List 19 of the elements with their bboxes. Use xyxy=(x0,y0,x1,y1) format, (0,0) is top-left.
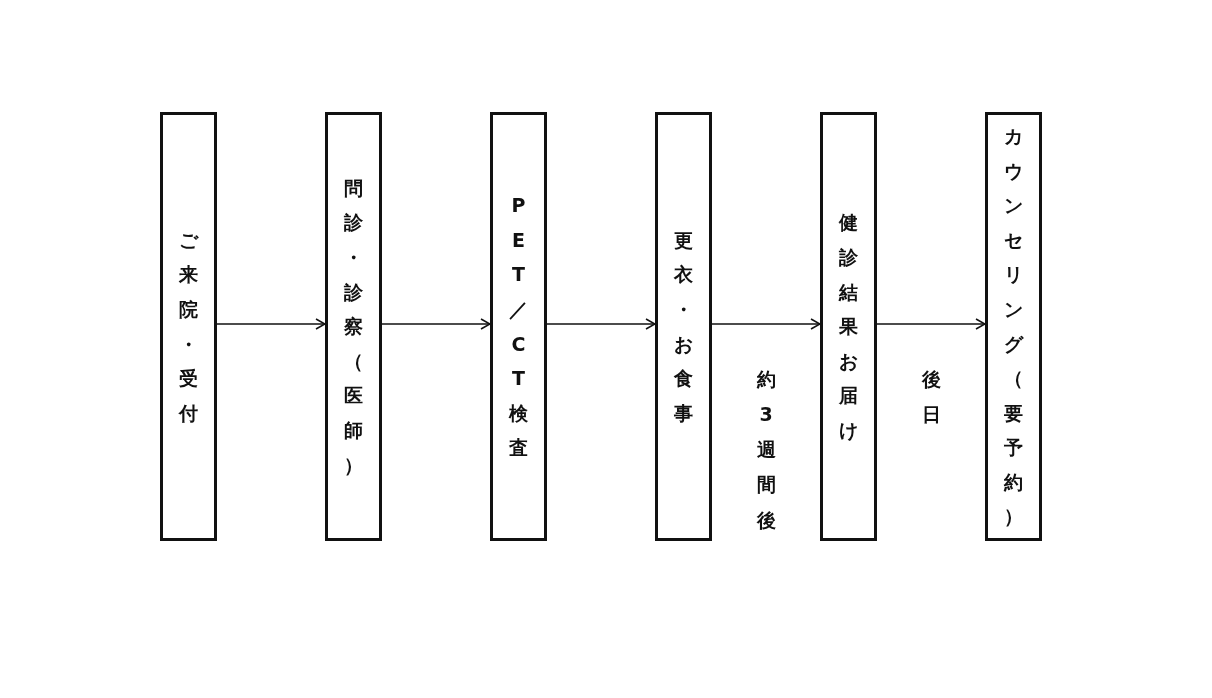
process-box xyxy=(490,112,547,541)
arrow xyxy=(381,318,491,330)
step-label: カウンセリング（要予約） xyxy=(1004,124,1023,530)
edge-label: 後日 xyxy=(921,367,941,428)
process-box xyxy=(655,112,712,541)
process-box xyxy=(325,112,382,541)
arrow xyxy=(711,318,821,330)
process-box xyxy=(985,112,1042,541)
arrow xyxy=(876,318,986,330)
process-box xyxy=(160,112,217,541)
arrow xyxy=(216,318,326,330)
process-box xyxy=(820,112,877,541)
arrow xyxy=(546,318,656,330)
step-label: 健診結果お届け xyxy=(839,210,858,443)
step-label: ご来院・受付 xyxy=(179,227,198,426)
step-label: 問診・診察（医師） xyxy=(344,175,363,478)
edge-label: 約3週間後 xyxy=(756,367,776,533)
step-label: PET／CT検査 xyxy=(509,193,528,461)
step-label: 更衣・お食事 xyxy=(674,227,693,426)
